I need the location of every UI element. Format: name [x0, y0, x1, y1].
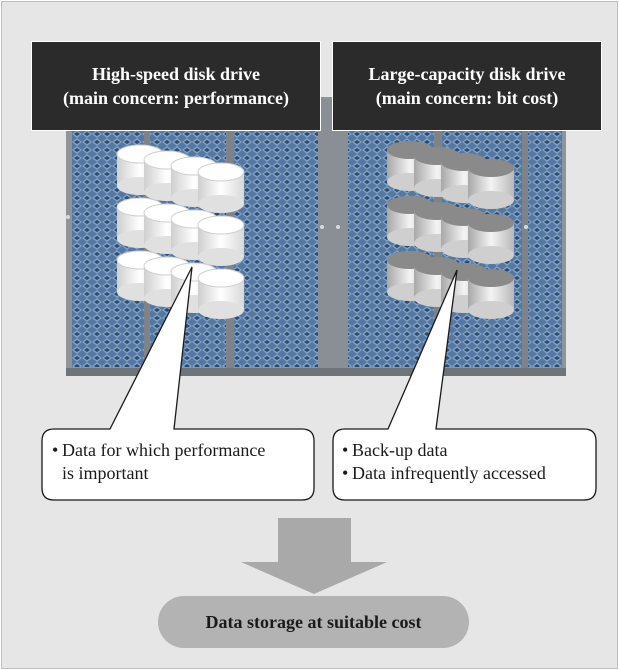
header-large-capacity-disk-drive: Large-capacity disk drive (main concern:… [332, 41, 602, 131]
list-item: • Data infrequently accessed [342, 462, 546, 485]
down-arrow-icon [241, 518, 387, 594]
result-label: Data storage at suitable cost [205, 611, 422, 632]
callout-high-speed-text: • Data for which performance is importan… [52, 439, 265, 485]
header-title: High-speed disk drive [91, 64, 261, 84]
header-title: Large-capacity disk drive [368, 64, 566, 84]
disk-row [116, 197, 245, 266]
large-capacity-disk-stack [387, 141, 514, 319]
callout-large-capacity-text: • Back-up data • Data infrequently acces… [342, 439, 546, 485]
disk-row [116, 250, 245, 319]
rack-panel [528, 105, 562, 367]
bullet-icon: • [52, 440, 59, 460]
result-pill [158, 596, 469, 648]
callout-line: is important [62, 463, 149, 483]
callout-bubble-large-capacity [332, 269, 597, 501]
list-item: • Data for which performance [52, 439, 265, 462]
header-subtitle: (main concern: performance) [63, 88, 289, 108]
disk-row [116, 144, 245, 213]
disk-row [387, 251, 514, 319]
bullet-icon: • [342, 463, 349, 483]
callout-line: Data infrequently accessed [352, 463, 546, 483]
callout-line: Back-up data [352, 440, 448, 460]
disk-row [387, 141, 514, 209]
callout-line: Data for which performance [62, 440, 266, 460]
disk-row [387, 196, 514, 264]
header-high-speed-disk-drive: High-speed disk drive (main concern: per… [31, 41, 321, 131]
list-item: • Back-up data [342, 439, 546, 462]
header-subtitle: (main concern: bit cost) [375, 88, 559, 108]
rack-panel [234, 105, 318, 367]
list-item-continuation: is important [52, 462, 265, 485]
high-speed-disk-stack [116, 144, 245, 319]
bullet-icon: • [342, 440, 349, 460]
callout-bubble-high-speed [41, 266, 315, 501]
